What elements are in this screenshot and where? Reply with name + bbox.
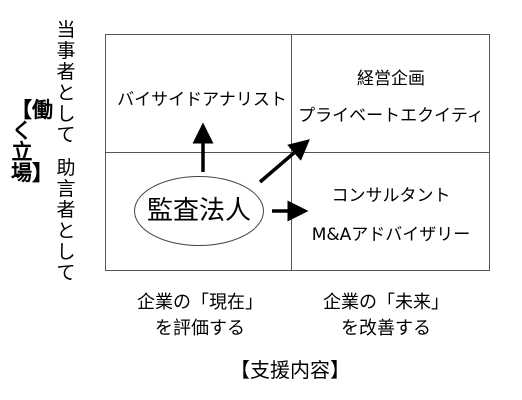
axis-top-label: 当事者として [56, 19, 76, 146]
horizontal-axis-title: 【支援内容】 [230, 358, 350, 382]
axis-bottom-label: 助言者として [56, 157, 76, 284]
horizontal-right-line2: を改善する [341, 318, 431, 339]
horizontal-left-line1: 企業の「現在」 [137, 292, 263, 313]
quadrant-top-left-label: バイサイドアナリスト [117, 90, 287, 110]
quadrant-bottom-right-line2: M&Aアドバイザリー [311, 225, 471, 245]
quadrant-top-right-line1: 経営企画 [357, 69, 425, 89]
arrow-diagonal [258, 139, 310, 184]
horizontal-right-line1: 企業の「未来」 [323, 292, 449, 313]
horizontal-left-line2: を評価する [155, 318, 245, 339]
center-node-ellipse [134, 176, 264, 246]
center-node-label: 監査法人 [146, 196, 251, 226]
quadrant-top-right-line2: プライベートエクイティ [298, 106, 484, 126]
quadrant-bottom-right-line1: コンサルタント [331, 186, 451, 206]
